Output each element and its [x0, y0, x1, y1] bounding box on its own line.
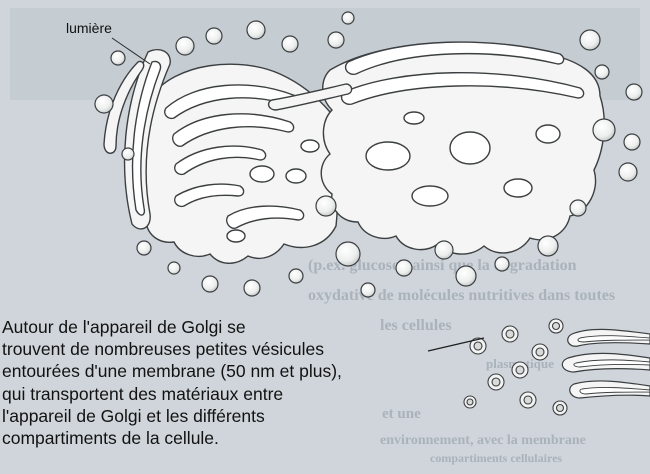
fenestration	[227, 230, 245, 242]
vesicle	[456, 266, 476, 286]
caption-line: Autour de l'appareil de Golgi se	[2, 316, 452, 338]
vesicle	[282, 36, 298, 52]
fenestration	[536, 125, 560, 143]
small-vesicle	[512, 362, 528, 378]
vesicle	[328, 32, 344, 48]
small-vesicle	[464, 396, 476, 408]
vesicle	[336, 242, 360, 266]
caption-line: trouvent de nombreuses petites vésicules	[2, 338, 452, 360]
vesicle	[122, 148, 134, 160]
caption-line: qui transportent des matériaux entre	[2, 383, 452, 405]
fenestration	[250, 166, 274, 182]
vesicle	[168, 262, 180, 274]
small-vesicle	[520, 392, 536, 408]
vesicle	[570, 200, 586, 216]
vesicle	[176, 37, 194, 55]
small-vesicle	[502, 326, 518, 342]
fenestration	[404, 112, 424, 124]
fenestration	[301, 140, 319, 152]
vesicle	[137, 241, 151, 255]
small-vesicle	[553, 401, 567, 415]
vesicle	[247, 21, 265, 39]
small-vesicle	[549, 319, 563, 333]
fenestration	[366, 142, 410, 170]
vesicle	[206, 28, 222, 44]
small-vesicle	[488, 374, 504, 390]
caption-line: entourées d'une membrane (50 nm et plus)…	[2, 360, 452, 382]
fenestration	[450, 132, 490, 164]
vesicle	[624, 134, 640, 150]
background-text-line: compartiments cellulaires	[430, 451, 562, 465]
vesicle	[396, 260, 412, 276]
vesicle	[595, 65, 609, 79]
vesicle	[342, 12, 354, 24]
vesicle	[361, 283, 375, 297]
fenestration	[412, 186, 448, 206]
vesicle	[435, 241, 453, 259]
vesicle	[111, 51, 125, 65]
caption-line: compartiments de la cellule.	[2, 427, 452, 449]
label-lumen: lumière	[66, 20, 112, 36]
small-vesicle	[532, 344, 548, 360]
fenestration	[286, 169, 306, 183]
vesicle	[316, 196, 336, 216]
vesicle	[619, 163, 637, 181]
vesicle	[626, 84, 642, 100]
background-text-line: oxydative de molécules nutritives dans t…	[308, 287, 615, 304]
caption-line: l'appareil de Golgi et les différents	[2, 405, 452, 427]
vesicle	[580, 30, 600, 50]
vesicle	[202, 276, 218, 292]
caption: Autour de l'appareil de Golgi se trouven…	[2, 316, 452, 449]
vesicle	[289, 269, 303, 283]
fenestration	[504, 179, 532, 197]
vesicle	[244, 280, 260, 296]
vesicle	[593, 119, 615, 141]
vesicle	[495, 257, 509, 271]
golgi-tubules-inset	[562, 329, 650, 398]
vesicle	[95, 95, 113, 113]
vesicle	[538, 236, 558, 256]
